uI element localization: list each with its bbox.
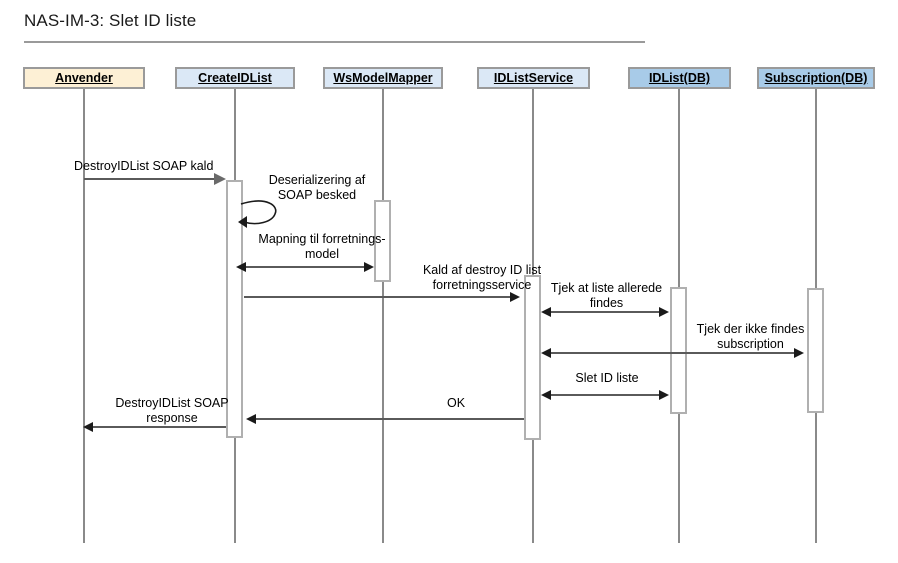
- participant-label-idlistdb: IDList(DB): [648, 71, 711, 85]
- message-label-ok: OK: [446, 396, 466, 410]
- message-label-slet-id-liste: Slet ID liste: [575, 371, 639, 385]
- activation-idlistservice: [524, 275, 541, 440]
- participant-label-idlistservice: IDListService: [493, 71, 574, 85]
- lifeline-wsmodelmapper: [382, 88, 384, 543]
- participant-idlistdb[interactable]: IDList(DB): [628, 67, 731, 89]
- message-arrowhead-mapning-right: [364, 262, 374, 272]
- self-loop-deserializering: [238, 200, 277, 228]
- message-label-deserializering: Deserializering af SOAP besked: [268, 173, 366, 202]
- activation-subscriptiondb: [807, 288, 824, 413]
- message-arrowhead-kald-destroy-id-list: [510, 292, 520, 302]
- message-arrowhead-tjek-liste-left: [541, 307, 551, 317]
- participant-label-subscriptiondb: Subscription(DB): [764, 71, 868, 85]
- message-arrowhead-mapning-left: [236, 262, 246, 272]
- message-line-destroyidlist-soap-kald: [84, 178, 220, 180]
- participant-anvender[interactable]: Anvender: [23, 67, 145, 89]
- participant-label-wsmodelmapper: WsModelMapper: [333, 71, 433, 85]
- participant-label-anvender: Anvender: [55, 71, 113, 85]
- message-label-tjek-ikke-subscription: Tjek der ikke findes subscription: [696, 322, 805, 351]
- message-arrowhead-tjek-liste-right: [659, 307, 669, 317]
- message-arrowhead-slet-id-liste-left: [541, 390, 551, 400]
- participant-label-createidlist: CreateIDList: [198, 71, 272, 85]
- activation-idlistdb: [670, 287, 687, 414]
- message-line-kald-destroy-id-list: [244, 296, 512, 298]
- message-label-mapning-forretningsmodel: Mapning til forretnings- model: [258, 232, 386, 261]
- message-label-tjek-liste-findes: Tjek at liste allerede findes: [550, 281, 663, 310]
- activation-createidlist: [226, 180, 243, 438]
- activation-wsmodelmapper: [374, 200, 391, 282]
- message-line-tjek-ikke-subscription: [549, 352, 796, 354]
- participant-wsmodelmapper[interactable]: WsModelMapper: [323, 67, 443, 89]
- message-arrowhead-tjek-subscription-left: [541, 348, 551, 358]
- message-label-destroyidlist-soap-response: DestroyIDList SOAP response: [115, 396, 229, 425]
- message-line-mapning-forretningsmodel: [244, 266, 372, 268]
- participant-subscriptiondb[interactable]: Subscription(DB): [757, 67, 875, 89]
- message-arrowhead-slet-id-liste-right: [659, 390, 669, 400]
- message-line-slet-id-liste: [549, 394, 661, 396]
- message-arrowhead-tjek-subscription-right: [794, 348, 804, 358]
- lifeline-anvender: [83, 88, 85, 543]
- participant-createidlist[interactable]: CreateIDList: [175, 67, 295, 89]
- message-line-tjek-liste-findes: [549, 311, 661, 313]
- participant-idlistservice[interactable]: IDListService: [477, 67, 590, 89]
- message-arrowhead-destroyidlist-soap-response: [83, 422, 93, 432]
- message-label-kald-destroy-id-list: Kald af destroy ID list forretningsservi…: [422, 263, 542, 292]
- message-label-destroyidlist-soap-kald: DestroyIDList SOAP kald: [74, 159, 214, 173]
- message-line-ok: [255, 418, 524, 420]
- page-title: NAS-IM-3: Slet ID liste: [24, 11, 197, 30]
- message-line-destroyidlist-soap-response: [92, 426, 226, 428]
- title-divider: [24, 41, 645, 43]
- message-arrowhead-ok: [246, 414, 256, 424]
- message-arrowhead-destroyidlist-soap-kald: [214, 173, 226, 185]
